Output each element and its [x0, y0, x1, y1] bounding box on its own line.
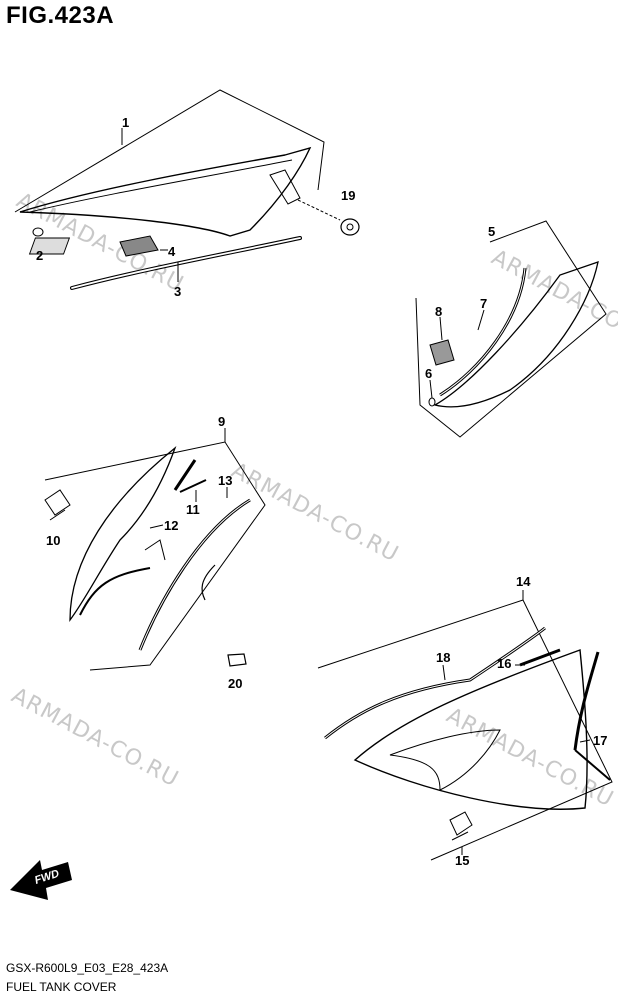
front-cover-9 [69, 446, 177, 622]
clip-20 [227, 653, 247, 667]
callout-10: 10 [46, 533, 60, 548]
part-group-9 [44, 428, 266, 671]
leader-line [477, 309, 485, 331]
inner-strip [79, 567, 151, 616]
forward-arrow-icon: FWD [10, 860, 72, 900]
lower-cover-14 [353, 649, 588, 810]
group-outline [14, 89, 325, 213]
trim-strip-18 [324, 626, 546, 740]
tank-cover-5 [433, 261, 599, 408]
callout-19: 19 [341, 188, 355, 203]
group-outline [44, 441, 266, 671]
leader-line [439, 316, 443, 341]
callout-18: 18 [436, 650, 450, 665]
leader-line [149, 524, 164, 529]
callout-20: 20 [228, 676, 242, 691]
leader-line [579, 739, 591, 743]
leader-line [442, 664, 446, 681]
trim-strip-13 [138, 498, 251, 651]
figure-caption: FUEL TANK COVER [6, 980, 117, 994]
nut-2 [32, 227, 44, 237]
callout-5: 5 [488, 224, 495, 239]
callout-9: 9 [218, 414, 225, 429]
part-group-1 [14, 89, 360, 290]
callout-3: 3 [174, 284, 181, 299]
tank-side-cover-1 [19, 146, 312, 237]
trim-strip-16 [519, 648, 561, 667]
trim-strip-17 [573, 651, 600, 751]
watermark: ARMADA-CO.RU [227, 458, 403, 567]
figure-title: FIG.423A [6, 2, 115, 29]
callout-7: 7 [480, 296, 487, 311]
callout-4: 4 [168, 244, 176, 259]
group-outline [415, 220, 607, 438]
callout-6: 6 [425, 366, 432, 381]
callout-12: 12 [164, 518, 178, 533]
pad-8 [429, 339, 455, 366]
trim-strip-11 [173, 459, 197, 491]
grommet-19 [340, 218, 360, 236]
mount-bracket [269, 169, 301, 205]
suzuki-logo-icon [44, 489, 71, 521]
suzuki-logo-icon [449, 811, 473, 841]
pad-4 [28, 237, 71, 255]
watermark: ARMADA-CO.RU [442, 703, 618, 812]
callout-14: 14 [516, 574, 531, 589]
leader-line [297, 199, 341, 221]
figure-code: GSX-R600L9_E03_E28_423A [6, 961, 169, 975]
part-group-5 [415, 220, 607, 438]
callout-15: 15 [455, 853, 469, 868]
cover-inner-edge [29, 159, 293, 213]
clip-6 [428, 397, 436, 407]
callout-16: 16 [497, 656, 511, 671]
watermark: ARMADA-CO.RU [7, 683, 183, 792]
callout-13: 13 [218, 473, 232, 488]
group-outline [317, 599, 613, 861]
callout-8: 8 [435, 304, 442, 319]
callout-2: 2 [36, 248, 43, 263]
trim-strip-7 [439, 267, 527, 397]
part-group-14 [317, 590, 613, 861]
callout-17: 17 [593, 733, 607, 748]
callout-1: 1 [122, 115, 129, 130]
leader-line [429, 379, 433, 399]
callout-11: 11 [186, 502, 200, 517]
